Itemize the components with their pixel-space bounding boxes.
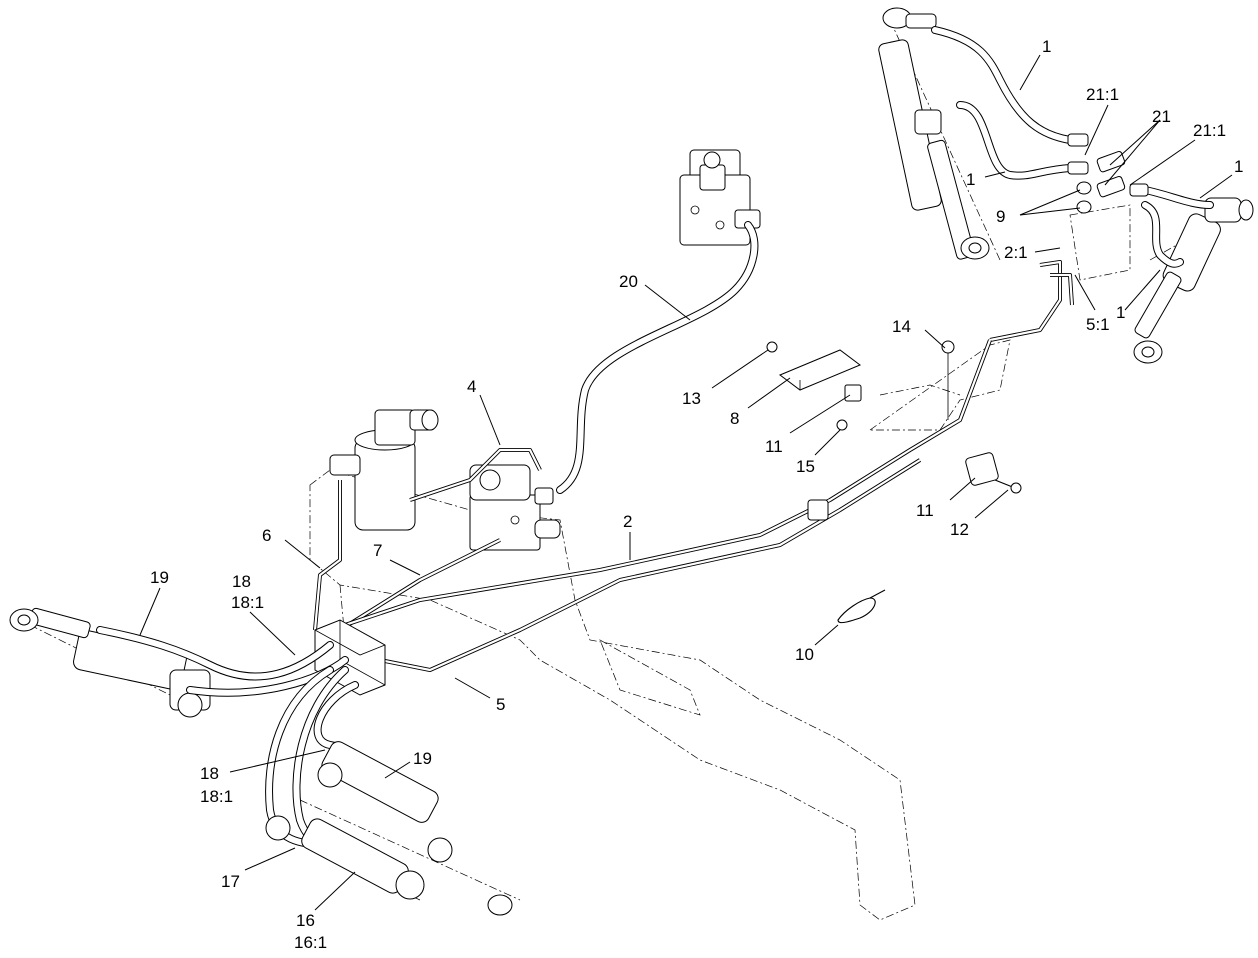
- callout-labels: 1 21:1 21 21:1 1 1 9 2:1 5:1 1 20 14 13 …: [150, 37, 1243, 952]
- solenoid-valve: [469, 464, 561, 551]
- callout-19: 19: [413, 749, 432, 768]
- callout-11: 11: [765, 437, 783, 456]
- callout-10: 10: [795, 645, 814, 664]
- callout-18: 18: [200, 764, 219, 783]
- hose-19-upper: [96, 626, 349, 697]
- callout-4: 4: [467, 377, 476, 396]
- hose-20: [556, 221, 759, 494]
- callout-21-1: 21:1: [1193, 121, 1226, 140]
- callout-8: 8: [730, 409, 739, 428]
- callout-1: 1: [1234, 157, 1243, 176]
- callout-7: 7: [373, 541, 382, 560]
- callout-11: 11: [916, 501, 934, 520]
- nut-13: [766, 341, 778, 353]
- callout-20: 20: [619, 272, 638, 291]
- manifold-block: [314, 619, 386, 696]
- leader-lines: [139, 54, 1233, 911]
- callout-1: 1: [966, 170, 975, 189]
- callout-12: 12: [950, 520, 969, 539]
- callout-6: 6: [262, 526, 271, 545]
- clamp-11-upper: [844, 384, 862, 402]
- callout-18-1: 18:1: [231, 593, 264, 612]
- right-hoses: [931, 26, 1214, 342]
- tube-2: [329, 339, 992, 672]
- bolt-14: [941, 340, 955, 420]
- callout-5-1: 5:1: [1086, 315, 1110, 334]
- right-lift-cylinder-left: [878, 7, 990, 260]
- callout-15: 15: [796, 457, 815, 476]
- right-lift-cylinder-right: [1133, 197, 1254, 364]
- callout-1: 1: [1116, 303, 1125, 322]
- callout-2-1: 2:1: [1004, 243, 1028, 262]
- callout-21-1: 21:1: [1086, 85, 1119, 104]
- callout-5: 5: [496, 695, 505, 714]
- callout-1: 1: [1042, 37, 1051, 56]
- callout-18-1: 18:1: [200, 787, 233, 806]
- tube-4: [313, 448, 542, 632]
- callout-16-1: 16:1: [294, 933, 327, 952]
- callout-2: 2: [623, 512, 632, 531]
- callout-14: 14: [892, 317, 911, 336]
- callout-17: 17: [221, 872, 240, 891]
- callout-9: 9: [996, 207, 1005, 226]
- callout-19: 19: [150, 568, 169, 587]
- filter-valve: [329, 409, 439, 531]
- callout-21: 21: [1152, 107, 1171, 126]
- lower-cylinder-19: [317, 741, 513, 916]
- lower-cylinder-16: [265, 815, 425, 900]
- clamp-11-lower: [965, 452, 999, 486]
- left-cylinder-upper: [9, 607, 211, 718]
- control-valve-top: [679, 149, 761, 246]
- callout-13: 13: [682, 389, 701, 408]
- pin-10: [837, 589, 886, 624]
- callout-18: 18: [232, 572, 251, 591]
- callout-16: 16: [296, 911, 315, 930]
- bolt-12: [994, 479, 1022, 494]
- frame-phantom: [29, 19, 1231, 921]
- bracket-8: [779, 349, 861, 391]
- nut-15: [836, 419, 848, 431]
